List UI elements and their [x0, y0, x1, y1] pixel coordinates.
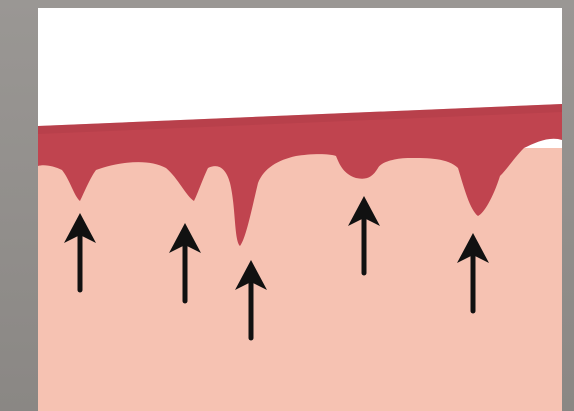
diagram-panel: [38, 8, 562, 411]
tissue-cross-section: [38, 8, 562, 411]
